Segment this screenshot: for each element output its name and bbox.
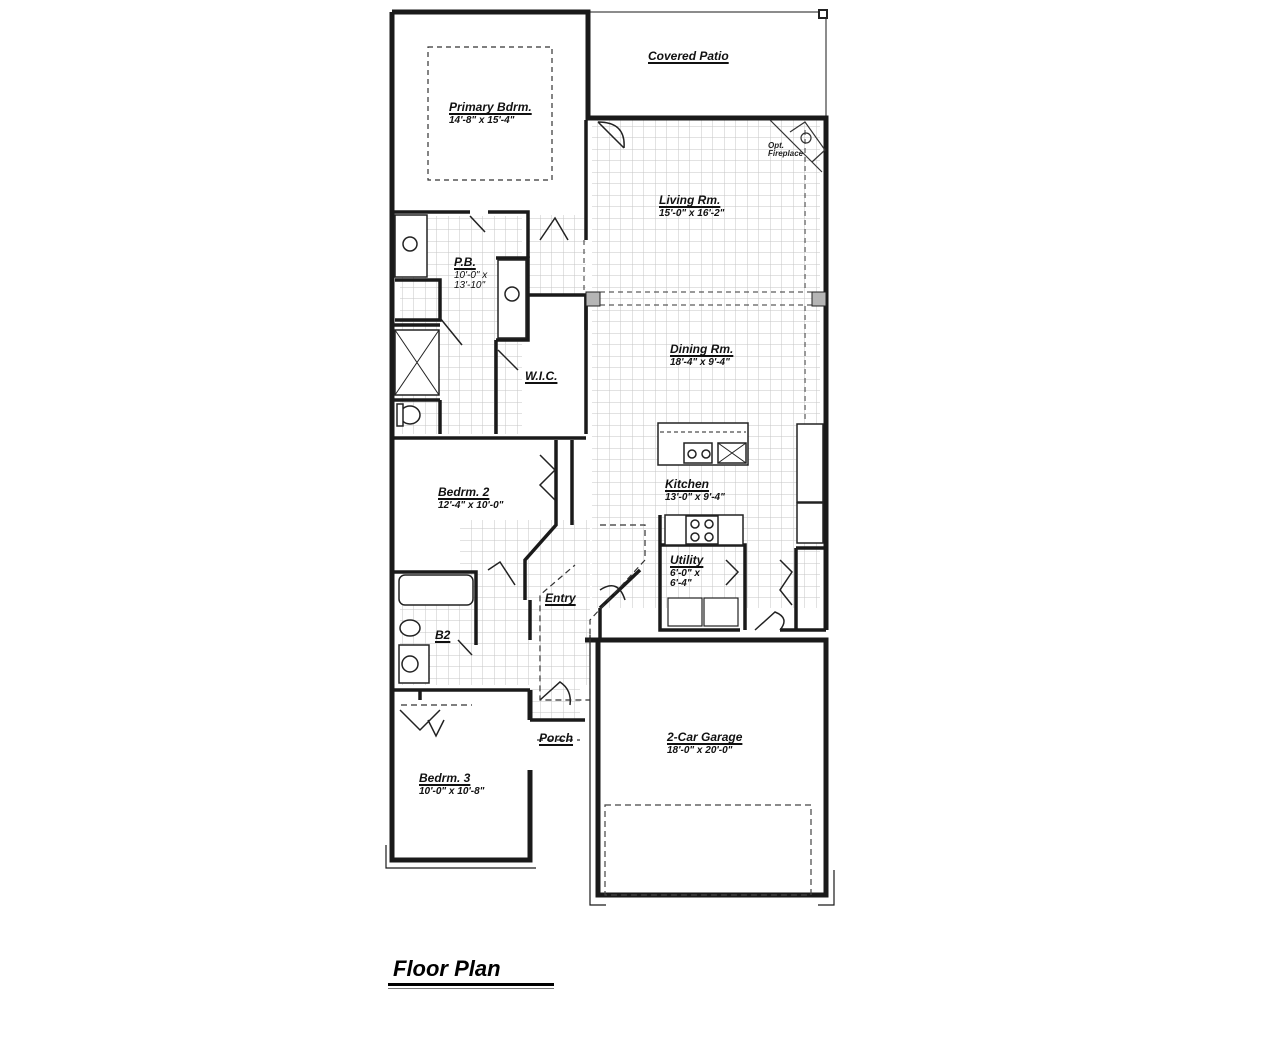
garage-door-outline xyxy=(604,804,812,896)
garage-label: 2-Car Garage 18'-0" x 20'-0" xyxy=(667,731,742,756)
room-name: P.B. xyxy=(454,255,476,269)
fireplace-text: Opt. xyxy=(768,141,784,150)
room-dimensions: 13'-10" xyxy=(454,280,486,291)
patio-post xyxy=(818,9,828,19)
bedroom-2-label: Bedrm. 2 12'-4" x 10'-0" xyxy=(438,486,503,511)
walk-in-closet-label: W.I.C. xyxy=(525,370,557,382)
porch-label: Porch xyxy=(539,732,573,744)
range xyxy=(664,514,744,546)
kitchen-label: Kitchen 13'-0" x 9'-4" xyxy=(665,478,725,503)
entry-label: Entry xyxy=(545,592,576,604)
room-dimensions: 10'-0" x 10'-8" xyxy=(419,786,485,797)
covered-patio-label: Covered Patio xyxy=(648,50,729,62)
room-name: Kitchen xyxy=(665,477,710,491)
room-dimensions: 15'-0" x 16'-2" xyxy=(659,208,725,219)
door-swings xyxy=(399,121,793,738)
bath-2-label: B2 xyxy=(435,629,450,641)
room-name: Primary Bdrm. xyxy=(449,100,532,114)
title-underline-secondary xyxy=(388,988,554,989)
column xyxy=(811,291,827,307)
room-dimensions: 14'-8" x 15'-4" xyxy=(449,115,515,126)
room-dimensions: 6'-4" xyxy=(670,578,692,589)
room-name: Dining Rm. xyxy=(670,342,734,356)
room-name: Porch xyxy=(539,731,574,745)
room-name: W.I.C. xyxy=(525,369,558,383)
floor-plan-title: Floor Plan xyxy=(393,956,501,981)
utility-label: Utility 6'-0" x 6'-4" xyxy=(670,554,703,589)
kitchen-island xyxy=(657,422,749,466)
primary-bedroom-label: Primary Bdrm. 14'-8" x 15'-4" xyxy=(449,101,532,126)
living-room-label: Living Rm. 15'-0" x 16'-2" xyxy=(659,194,724,219)
room-dimensions: 12'-4" x 10'-0" xyxy=(438,500,504,511)
title-underline xyxy=(388,983,554,986)
room-name: Bedrm. 3 xyxy=(419,771,471,785)
room-dimensions: 18'-4" x 9'-4" xyxy=(670,357,730,368)
room-dimensions: 18'-0" x 20'-0" xyxy=(667,745,733,756)
covered-patio-outline xyxy=(588,11,827,118)
fireplace-text: Fireplace xyxy=(768,149,804,158)
tile-floor xyxy=(400,120,820,720)
room-name: Entry xyxy=(545,591,576,605)
room-name: Covered Patio xyxy=(648,49,729,63)
exterior-walls xyxy=(389,9,829,898)
room-dimensions: 10'-0" x xyxy=(454,270,488,281)
room-dimensions: 13'-0" x 9'-4" xyxy=(665,492,725,503)
room-name: Utility xyxy=(670,553,704,567)
column xyxy=(585,291,601,307)
room-name: Living Rm. xyxy=(659,193,721,207)
room-name: B2 xyxy=(435,628,451,642)
dining-room-label: Dining Rm. 18'-4" x 9'-4" xyxy=(670,343,733,368)
primary-bath-label: P.B. 10'-0" x 13'-10" xyxy=(454,256,487,291)
bedroom-3-label: Bedrm. 3 10'-0" x 10'-8" xyxy=(419,772,484,797)
tray-ceiling xyxy=(427,46,553,181)
bath-fixtures xyxy=(394,214,527,684)
room-name: 2-Car Garage xyxy=(667,730,743,744)
room-name: Bedrm. 2 xyxy=(438,485,490,499)
fireplace-icon xyxy=(769,119,826,173)
room-dimensions: 6'-0" x xyxy=(670,568,700,579)
washer-dryer xyxy=(667,597,739,627)
fireplace-label: Opt. Fireplace xyxy=(768,142,803,158)
